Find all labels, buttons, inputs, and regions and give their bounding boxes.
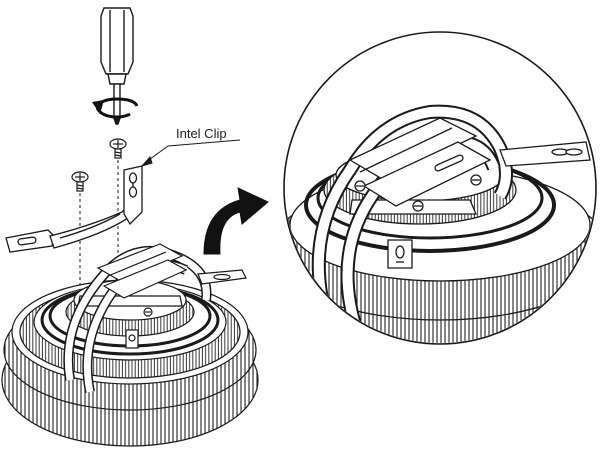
intel-clip-label: Intel Clip [176,126,227,141]
screw-icon [71,171,89,192]
screwdriver-icon [100,7,134,125]
guide-lines [79,160,119,288]
intel-clip-bracket [5,165,143,253]
curved-arrow-icon [203,187,269,255]
callout-leader [140,139,241,167]
rotation-arrow-icon [92,97,139,119]
cpu-cooler [1,243,259,447]
screw-icon [109,138,127,159]
